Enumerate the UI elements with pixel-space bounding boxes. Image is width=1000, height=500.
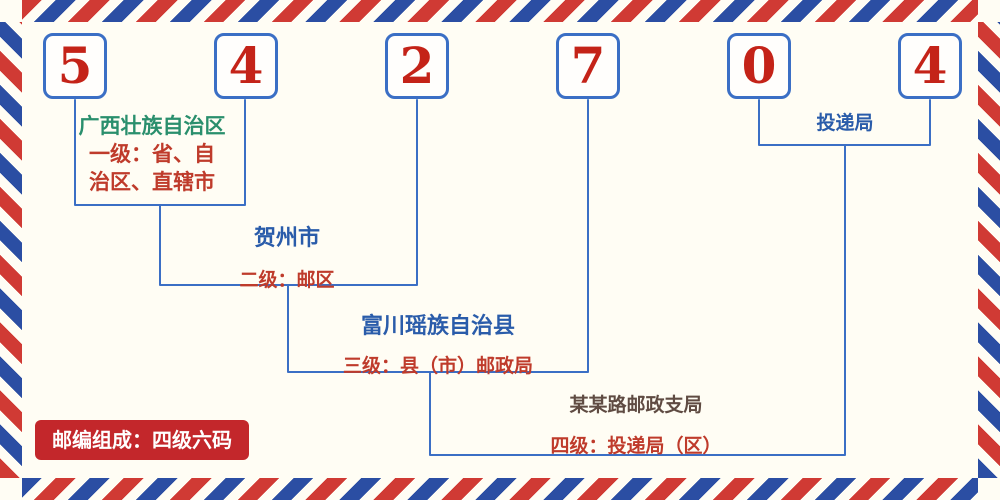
- digit-1: 5: [57, 36, 93, 95]
- level2-desc: 二级：邮区: [239, 269, 335, 291]
- annotation-level4: 某某路邮政支局 四级：投递局（区）: [486, 390, 786, 472]
- digit-5: 0: [741, 36, 777, 95]
- digit-2: 4: [228, 36, 264, 95]
- airmail-border-bottom: [22, 478, 978, 500]
- digit-box-2: 4: [214, 33, 278, 99]
- airmail-border-left: [0, 22, 22, 478]
- digit-box-3: 2: [385, 33, 449, 99]
- digit-6: 4: [912, 36, 948, 95]
- level1-desc-line1: 一级：省、自: [89, 142, 215, 166]
- level3-desc: 三级：县（市）邮政局: [342, 355, 533, 377]
- digit-box-1: 5: [43, 33, 107, 99]
- level4-branch-name: 某某路邮政支局: [569, 394, 703, 416]
- level4-desc: 四级：投递局（区）: [550, 435, 722, 457]
- digit-3: 2: [399, 36, 435, 95]
- level1-desc-line2: 治区、直辖市: [89, 170, 215, 194]
- level3-county-name: 富川瑶族自治县: [360, 314, 515, 339]
- digit-box-4: 7: [556, 33, 620, 99]
- annotation-level2: 贺州市 二级：邮区: [157, 220, 417, 305]
- annotation-delivery-office: 投递局: [765, 108, 925, 135]
- airmail-border-top: [22, 0, 978, 22]
- delivery-office-label: 投递局: [816, 112, 874, 134]
- annotation-level1: 广西壮族自治区 一级：省、自 治区、直辖市: [42, 112, 262, 196]
- digit-box-6: 4: [898, 33, 962, 99]
- annotation-level3: 富川瑶族自治县 三级：县（市）邮政局: [288, 308, 588, 389]
- airmail-border-right: [978, 22, 1000, 478]
- digit-4: 7: [570, 36, 606, 95]
- level1-region-name: 广西壮族自治区: [78, 114, 226, 138]
- digit-box-5: 0: [727, 33, 791, 99]
- composition-badge: 邮编组成：四级六码: [35, 420, 249, 460]
- level2-city-name: 贺州市: [253, 226, 320, 251]
